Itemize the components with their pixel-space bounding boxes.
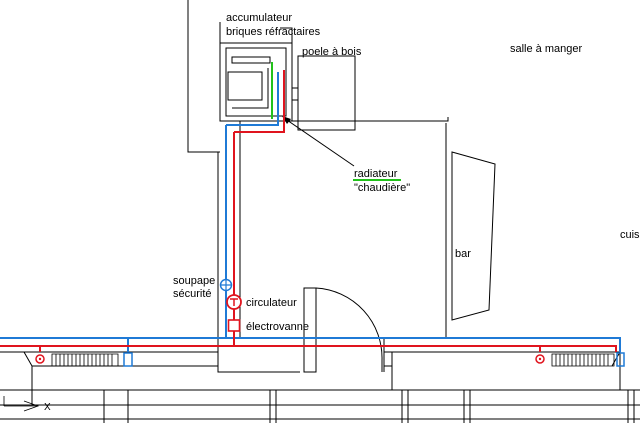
label-radiator: radiateur (354, 168, 398, 180)
label-dining-room: salle à manger (510, 43, 582, 55)
radiator-icon (51, 353, 119, 367)
label-safety-valve: soupape (173, 275, 215, 287)
radiator-right (535, 352, 625, 367)
label-safety: sécurité (173, 288, 212, 300)
cold-pipe (0, 72, 621, 352)
radiator-icon (551, 353, 615, 367)
label-wood-stove: poele à bois (302, 46, 362, 58)
label-accumulator: accumulateur (226, 12, 292, 24)
radiator-left (35, 352, 133, 367)
valve-cold-icon (123, 352, 133, 367)
accumulator-outline (219, 42, 293, 122)
label-refractory-bricks: briques réfractaires (226, 26, 321, 38)
safety-valve-icon (219, 278, 233, 292)
label-solenoid-valve: électrovanne (246, 321, 309, 333)
label-boiler: "chaudière" (354, 182, 410, 194)
leader-arrow (282, 116, 355, 167)
label-kitchen: cuis (620, 229, 640, 241)
solenoid-valve-icon (227, 319, 241, 332)
valve-hot-icon (35, 354, 45, 364)
valve-hot-icon (535, 354, 545, 364)
circulator-pump-icon (226, 294, 242, 310)
label-bar: bar (455, 248, 471, 260)
bar-outline (451, 151, 496, 321)
valve-cold-icon (616, 352, 625, 367)
stove-outline (297, 55, 356, 131)
ucs-axis-icon (3, 396, 40, 412)
label-axis-x: X (44, 402, 51, 413)
hot-pipe (0, 70, 617, 352)
label-circulator: circulateur (246, 297, 297, 309)
